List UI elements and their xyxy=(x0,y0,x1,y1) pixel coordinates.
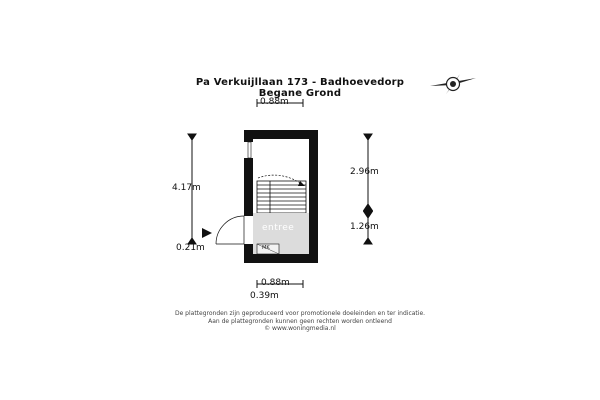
door-offset-label: 0.21m xyxy=(176,243,205,253)
left-height-dimension xyxy=(187,133,197,245)
plan-floor-title: Begane Grond xyxy=(258,88,342,99)
bottom-width-dimension xyxy=(256,280,304,288)
compass-rose-icon xyxy=(430,74,476,94)
staircase xyxy=(256,174,307,214)
right-lower-label: 1.26m xyxy=(350,222,379,232)
right-height-dimension xyxy=(363,133,373,245)
disclaimer-line-2: Aan de plattegronden kunnen geen rechten… xyxy=(208,317,392,325)
bottom-width-label: 0.88m xyxy=(261,278,290,288)
right-upper-label: 2.96m xyxy=(350,167,379,177)
walls xyxy=(244,130,318,263)
top-width-dimension xyxy=(256,99,304,107)
disclaimer-line-3: © www.woningmedia.nl xyxy=(264,325,336,332)
entrance-arrow-icon xyxy=(202,228,212,238)
entree-label: entree xyxy=(262,223,295,233)
meter-label: MK xyxy=(262,245,270,251)
top-width-label: 0.88m xyxy=(260,97,289,107)
front-door xyxy=(215,215,253,245)
disclaimer: De plattegronden zijn geproduceerd voor … xyxy=(0,310,600,333)
left-height-label: 4.17m xyxy=(172,183,201,193)
disclaimer-line-1: De plattegronden zijn geproduceerd voor … xyxy=(174,310,426,317)
plan-address-title: Pa Verkuijllaan 173 - Badhoevedorp xyxy=(195,77,405,88)
bottom-offset-label: 0.39m xyxy=(250,291,279,301)
